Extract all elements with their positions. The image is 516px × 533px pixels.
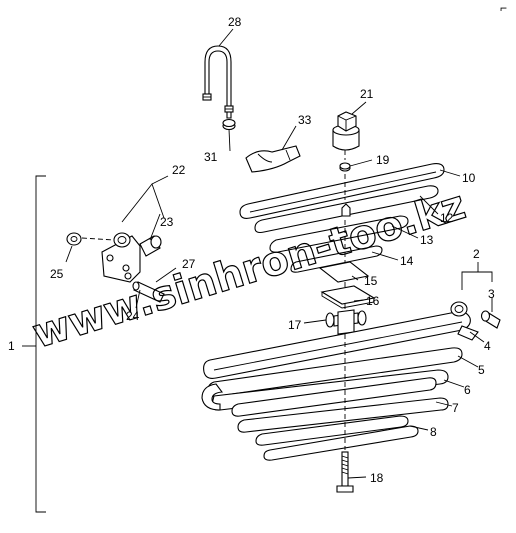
callout-15: 15 — [364, 274, 378, 288]
callout-33: 33 — [298, 113, 312, 127]
assembly-bracket — [35, 175, 46, 513]
callout-5: 5 — [478, 363, 485, 377]
callout-8: 8 — [430, 425, 437, 439]
washer-axis — [81, 237, 115, 241]
leaf-7 — [231, 377, 437, 417]
callout-27: 27 — [182, 257, 196, 271]
callout-23: 23 — [160, 215, 174, 229]
washer-25 — [66, 232, 82, 246]
callout-7: 7 — [452, 401, 459, 415]
callout-2: 2 — [473, 247, 480, 261]
callout-6: 6 — [464, 383, 471, 397]
u-bolt — [202, 45, 234, 119]
callout-22: 22 — [172, 163, 186, 177]
callout-31: 31 — [204, 150, 218, 164]
callout-13: 13 — [420, 233, 434, 247]
plate-15 — [318, 261, 370, 283]
bump-stop — [332, 111, 360, 151]
callout-12: 12 — [440, 211, 454, 225]
spacer-clip — [325, 309, 367, 335]
bracket-2 — [461, 271, 493, 290]
callout-14: 14 — [400, 254, 414, 268]
callout-16: 16 — [366, 294, 380, 308]
plate-16 — [320, 285, 376, 309]
callout-21: 21 — [360, 87, 374, 101]
bracket-22 — [121, 183, 165, 223]
callout-3: 3 — [488, 287, 495, 301]
washer-19 — [339, 162, 351, 172]
leader-lines — [65, 28, 493, 479]
center-bolt — [336, 451, 354, 493]
leaf-7b — [237, 397, 449, 433]
main-leaf-4 — [203, 301, 479, 379]
corner-mark: ⌐ — [500, 1, 507, 15]
shackle-bracket — [101, 232, 141, 283]
upper-leaf-14 — [290, 245, 383, 273]
callout-10: 10 — [462, 171, 476, 185]
bracket-bolt — [132, 281, 165, 303]
callouts: 1 2 3 4 5 6 7 8 10 12 13 14 15 16 17 18 … — [8, 15, 495, 485]
shackle-pin — [139, 235, 162, 257]
callout-25: 25 — [50, 267, 64, 281]
callout-4: 4 — [484, 339, 491, 353]
spring-pad — [245, 145, 301, 173]
callout-24: 24 — [126, 309, 140, 323]
u-bolt-nut — [222, 118, 236, 131]
callout-19: 19 — [376, 153, 390, 167]
callout-17: 17 — [288, 318, 302, 332]
callout-18: 18 — [370, 471, 384, 485]
callout-1: 1 — [8, 339, 15, 353]
upper-leaf-13 — [269, 215, 409, 253]
center-pin-head — [341, 203, 351, 217]
callout-28: 28 — [228, 15, 242, 29]
bushing — [480, 310, 501, 329]
upper-leaf-10 — [239, 163, 445, 219]
